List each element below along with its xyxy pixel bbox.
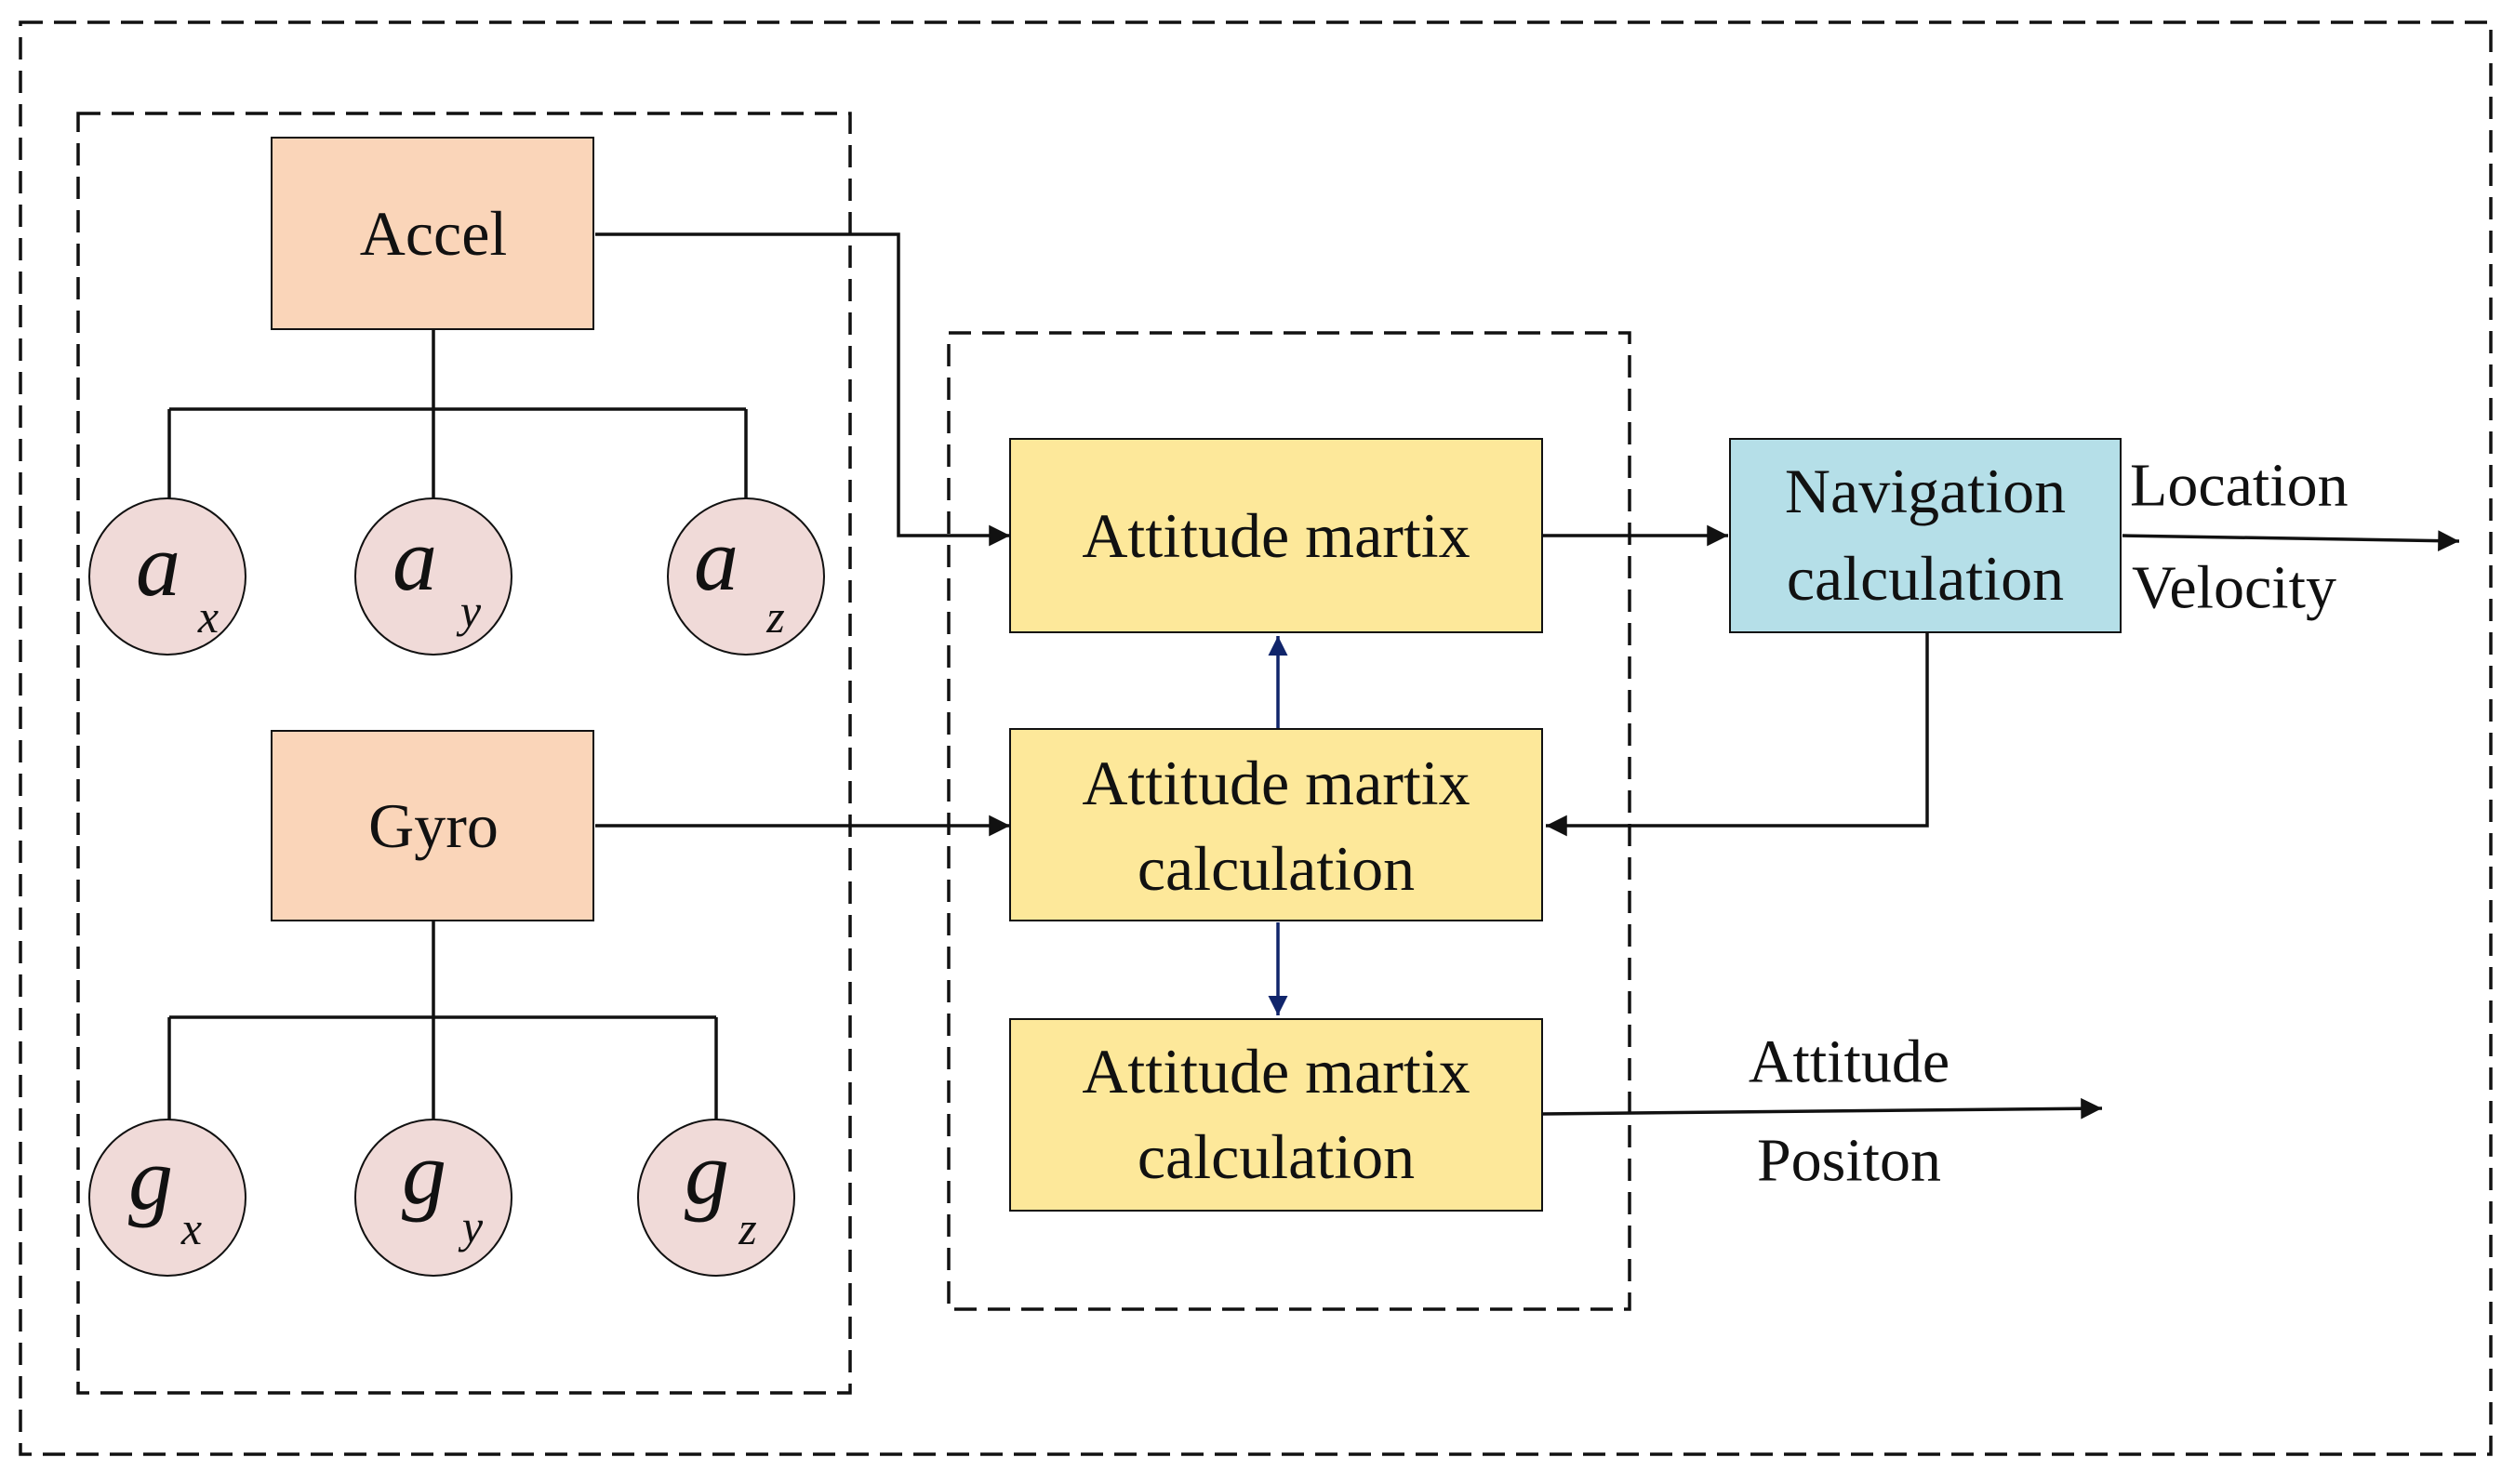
output-location-label: Location — [2130, 452, 2349, 520]
component-gz: g z — [637, 1119, 795, 1277]
component-ax-main: a — [136, 515, 180, 615]
component-ay-sub: y — [456, 585, 482, 637]
component-az-sub: z — [765, 590, 784, 643]
attitude-calc-1-line2: calculation — [1138, 833, 1415, 904]
component-gz-main: g — [685, 1123, 729, 1223]
attitude-matrix-label: Attitude martix — [1082, 500, 1470, 571]
attitude-calc-box-1: Attitude martix calculation — [1009, 728, 1543, 921]
component-gx-main: g — [128, 1129, 173, 1228]
component-gx-sub: x — [180, 1202, 202, 1254]
gyro-box: Gyro — [271, 730, 594, 921]
component-gy-main: g — [402, 1123, 446, 1223]
output-velocity-label: Velocity — [2132, 554, 2336, 622]
attitude-calc-1-line1: Attitude martix — [1082, 748, 1470, 818]
component-az: a z — [667, 497, 825, 656]
accel-to-matrix-arrow — [595, 232, 1010, 547]
attitude-matrix-box: Attitude martix — [1009, 438, 1543, 633]
connections — [167, 232, 2460, 1121]
accel-box: Accel — [271, 137, 594, 330]
component-gx: g x — [88, 1119, 246, 1277]
component-gz-sub: z — [738, 1202, 756, 1254]
component-gy: g y — [354, 1119, 512, 1277]
gyro-label: Gyro — [368, 790, 499, 861]
accel-label: Accel — [360, 198, 508, 269]
attitude-calc-2-line2: calculation — [1138, 1121, 1415, 1192]
nav-feedback-arrow — [1546, 632, 1929, 837]
output-position-label: Positon — [1757, 1127, 1941, 1195]
component-ay-main: a — [393, 510, 437, 609]
component-gy-sub: y — [458, 1200, 484, 1252]
attitude-output-arrow — [1541, 1097, 2103, 1120]
navigation-calculation-box: Navigation calculation — [1729, 438, 2122, 633]
component-az-main: a — [694, 510, 739, 609]
component-ay: a y — [354, 497, 512, 656]
attitude-calc-2-line1: Attitude martix — [1082, 1036, 1470, 1106]
component-ax-sub: x — [197, 590, 219, 643]
component-ax: a x — [88, 497, 246, 656]
navigation-line1: Navigation — [1785, 456, 2066, 526]
attitude-calc-box-2: Attitude martix calculation — [1009, 1018, 1543, 1212]
attitude-group-frame — [947, 331, 1631, 1311]
nav-output-arrow — [2122, 530, 2460, 551]
sensor-group-frame — [76, 112, 852, 1395]
outer-dashed-frame — [19, 20, 2493, 1456]
navigation-line2: calculation — [1787, 543, 2064, 614]
output-attitude-label: Attitude — [1749, 1028, 1949, 1096]
